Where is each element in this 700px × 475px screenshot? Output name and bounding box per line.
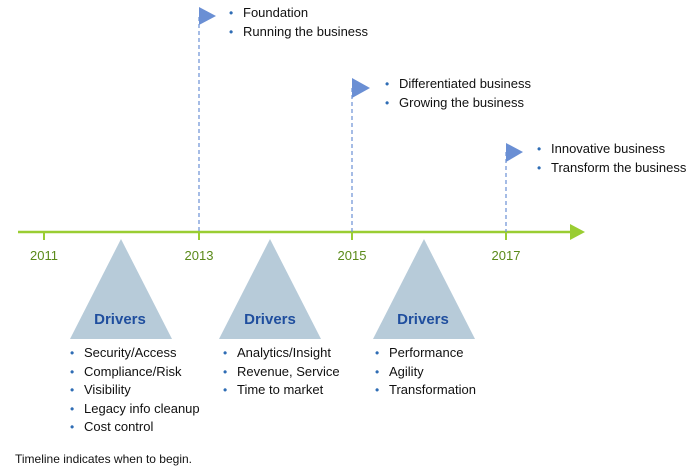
year-label-2015: 2015 [338, 248, 367, 263]
driver-list-3: Performance Agility Transformation [375, 344, 476, 400]
year-label-2011: 2011 [30, 248, 58, 263]
driver-item: Security/Access [70, 344, 200, 363]
driver-triangle-2 [219, 239, 321, 339]
driver-item: Visibility [70, 381, 200, 400]
driver-triangle-3 [373, 239, 475, 339]
milestone-flag-2013 [199, 7, 216, 25]
driver-item: Compliance/Risk [70, 363, 200, 382]
driver-triangle-1 [70, 239, 172, 339]
milestone-flag-2015 [352, 78, 370, 98]
driver-item: Cost control [70, 418, 200, 437]
milestone-item: Running the business [229, 23, 368, 42]
milestone-item: Growing the business [385, 94, 531, 113]
milestone-item: Transform the business [537, 159, 686, 178]
milestone-flag-2017 [506, 143, 523, 162]
driver-item: Time to market [223, 381, 340, 400]
milestone-list-2017: Innovative business Transform the busine… [537, 140, 686, 177]
driver-list-1: Security/Access Compliance/Risk Visibili… [70, 344, 200, 437]
driver-label-3: Drivers [397, 311, 449, 328]
driver-item: Transformation [375, 381, 476, 400]
driver-label-2: Drivers [244, 311, 296, 328]
year-label-2013: 2013 [185, 248, 214, 263]
milestone-list-2013: Foundation Running the business [229, 4, 368, 41]
milestone-item: Innovative business [537, 140, 686, 159]
driver-label-1: Drivers [94, 311, 146, 328]
driver-item: Revenue, Service [223, 363, 340, 382]
year-label-2017: 2017 [492, 248, 521, 263]
milestone-item: Differentiated business [385, 75, 531, 94]
milestone-list-2015: Differentiated business Growing the busi… [385, 75, 531, 112]
driver-item: Analytics/Insight [223, 344, 340, 363]
footnote: Timeline indicates when to begin. [15, 452, 192, 466]
driver-item: Legacy info cleanup [70, 400, 200, 419]
driver-item: Performance [375, 344, 476, 363]
driver-item: Agility [375, 363, 476, 382]
driver-list-2: Analytics/Insight Revenue, Service Time … [223, 344, 340, 400]
milestone-item: Foundation [229, 4, 368, 23]
timeline-arrowhead [570, 224, 585, 240]
